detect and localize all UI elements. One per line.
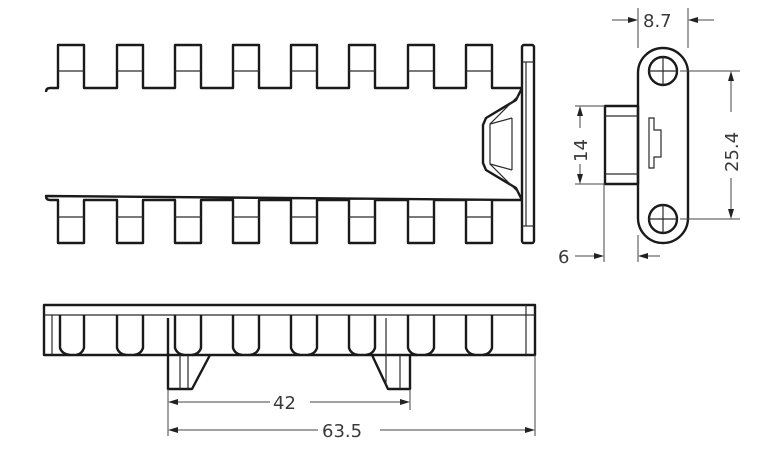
side-view: 8.7 25.4 14 6: [558, 8, 743, 268]
front-view: 42 63.5: [42, 303, 537, 442]
front-view-body: [42, 303, 537, 357]
top-view-outline: [44, 43, 523, 245]
hinge-boss: [481, 87, 524, 201]
end-plate: [520, 43, 536, 245]
dim-14: 14: [571, 139, 592, 162]
dim-63-5: 63.5: [322, 421, 362, 442]
front-view-ribs: [58, 315, 494, 357]
right-lug: [370, 354, 412, 391]
dim-42: 42: [273, 393, 296, 414]
dim-6: 6: [558, 247, 569, 268]
top-view: [44, 43, 536, 245]
side-tab: [603, 104, 640, 186]
dim-8-7: 8.7: [643, 11, 672, 32]
dim-25-4: 25.4: [722, 132, 743, 172]
